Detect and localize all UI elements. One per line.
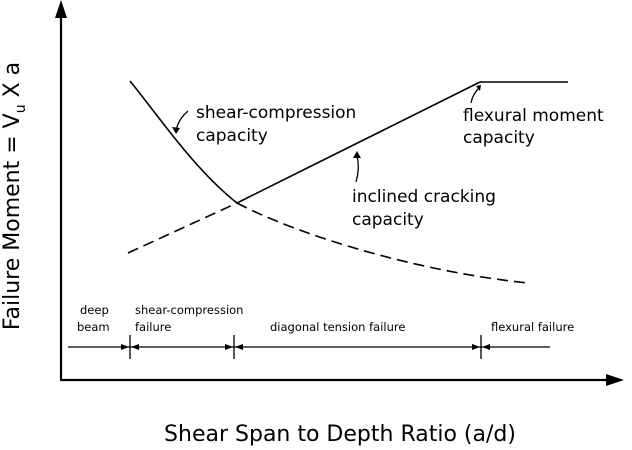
arrow-diagonal-left [235,344,243,350]
flexural-moment-label: flexural moment capacity [463,106,609,148]
flexural-moment-label-line1: flexural moment [463,106,604,126]
shear-compression-curve-solid [129,80,238,204]
shear-compression-curve-dashed [236,202,529,284]
deep-beam-label: deep beam [77,303,112,334]
flexural-failure-label: flexural failure [491,320,574,334]
deep-beam-label-line1: deep [80,303,109,317]
y-axis-title-suffix: X a [0,62,25,105]
shear-compression-label-line1: shear-compression [196,103,356,123]
shear-compression-leader [175,110,189,131]
shear-compression-label-line2: capacity [196,126,268,146]
flexural-moment-label-line2: capacity [463,128,535,148]
failure-region-line [68,335,550,359]
y-axis-title-subscript: u [13,104,29,113]
shear-compression-failure-label-line2: failure [135,320,171,334]
x-axis-arrowhead [606,374,624,386]
inclined-cracking-leader [355,154,360,183]
arrow-flexural-left [482,344,490,350]
flexural-moment-leader [470,87,480,104]
arrow-shear-right [225,344,233,350]
axes [55,0,624,386]
arrow-diagonal-right [472,344,480,350]
inclined-cracking-leader-arrow [353,151,361,158]
deep-beam-label-line2: beam [77,320,110,334]
arrow-shear-left [131,344,139,350]
leaders [172,85,481,183]
inclined-cracking-curve-solid [236,81,481,204]
y-axis-title: Failure Moment = Vu X a [0,62,29,330]
x-axis-title: Shear Span to Depth Ratio (a/d) [164,422,516,447]
shear-compression-leader-arrow [172,127,180,134]
inclined-cracking-label-line1: inclined cracking [352,187,496,207]
shear-compression-failure-label: shear-compression failure [135,303,247,334]
curves [127,80,568,284]
arrow-deep-right [121,344,129,350]
diagonal-tension-failure-label: diagonal tension failure [270,320,405,334]
inclined-cracking-label-line2: capacity [352,210,424,230]
y-axis-title-prefix: Failure Moment = V [0,113,25,330]
y-axis-arrowhead [55,0,67,18]
inclined-cracking-curve-dashed [127,202,238,254]
flexural-moment-leader-arrow [476,85,481,91]
shear-compression-failure-label-line1: shear-compression [135,303,243,317]
shear-compression-label: shear-compression capacity [196,103,362,146]
inclined-cracking-label: inclined cracking capacity [352,187,501,230]
